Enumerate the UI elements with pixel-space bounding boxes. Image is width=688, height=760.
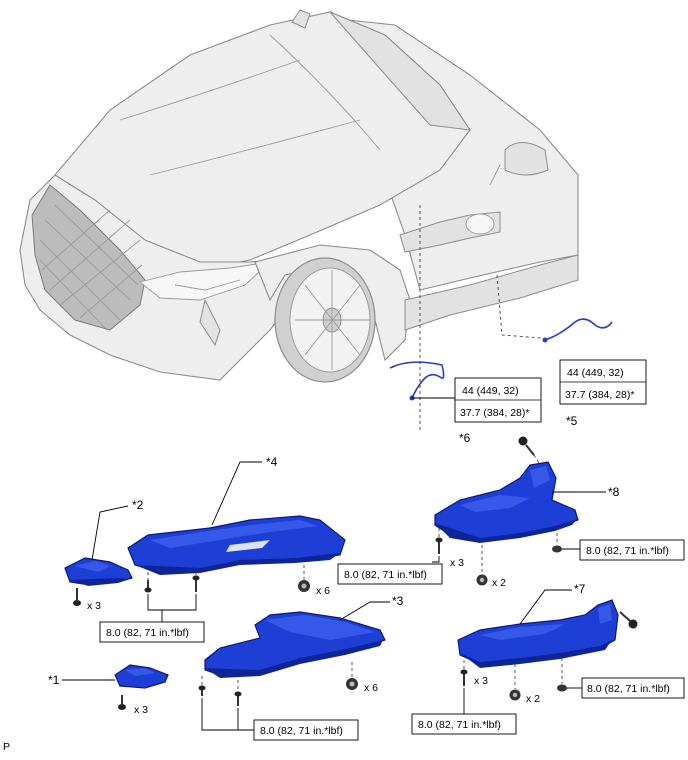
torque-cover-text: 8.0 (82, 71 in.*lbf)	[260, 725, 343, 737]
torque-box-part-4: 8.0 (82, 71 in.*lbf)	[99, 621, 205, 643]
qty-part-3-clips: x 6	[364, 682, 378, 694]
torque-box-part-7-right: 8.0 (82, 71 in.*lbf)	[581, 677, 685, 699]
qty-part-8-clips: x 2	[492, 577, 506, 589]
clip-part-8	[476, 574, 488, 586]
torque-box-sensor-rear: 44 (449, 32) 37.7 (384, 28)*	[559, 359, 647, 405]
qty-part-7-clips: x 2	[526, 693, 540, 705]
callout-4: *4	[266, 455, 278, 469]
bolt-top-part-7	[619, 611, 638, 629]
qty-part-7-bolts: x 3	[474, 675, 488, 687]
bolt-part-1	[118, 695, 126, 710]
torque-box-part-3: 8.0 (82, 71 in.*lbf)	[253, 719, 359, 741]
bolts-part-4	[144, 575, 200, 593]
torque-cover-text: 8.0 (82, 71 in.*lbf)	[587, 683, 670, 695]
torque-alt-text: 37.7 (384, 28)*	[565, 389, 634, 401]
exhaust-sensor-harness-front	[389, 361, 445, 399]
part-4-cover	[127, 515, 346, 575]
vehicle-illustration	[19, 9, 579, 383]
qty-part-1: x 3	[134, 704, 148, 716]
callout-6: *6	[459, 431, 471, 445]
bolts-part-3	[198, 685, 242, 706]
bolt-part-8	[435, 537, 443, 554]
torque-standard-text: 44 (449, 32)	[567, 367, 624, 379]
qty-part-2: x 3	[87, 600, 101, 612]
torque-box-part-8-right: 8.0 (82, 71 in.*lbf)	[579, 539, 685, 561]
torque-alt-text: 37.7 (384, 28)*	[460, 407, 529, 419]
bolt-top-part-8	[518, 436, 535, 456]
callout-1: *1	[48, 673, 60, 687]
torque-box-part-8-left: 8.0 (82, 71 in.*lbf)	[337, 563, 443, 585]
nut-part-8	[552, 545, 562, 553]
torque-box-sensor-front: 44 (449, 32) 37.7 (384, 28)*	[454, 377, 542, 423]
clip-part-3	[346, 678, 358, 690]
callout-5: *5	[566, 414, 578, 428]
clip-part-4	[298, 580, 310, 592]
exhaust-sensor-harness-rear	[544, 318, 613, 341]
part-3-cover	[204, 611, 386, 678]
qty-part-8-bolts: x 3	[450, 557, 464, 569]
part-2-cover	[64, 557, 133, 586]
torque-box-part-7-left: 8.0 (82, 71 in.*lbf)	[411, 713, 517, 735]
bolt-part-7	[460, 669, 468, 686]
callout-2: *2	[132, 498, 144, 512]
qty-part-4-clips: x 6	[316, 585, 330, 597]
callout-7: *7	[574, 582, 586, 596]
callout-8: *8	[608, 485, 620, 499]
corner-mark: P	[3, 741, 10, 753]
grille-mesh	[39, 204, 143, 329]
part-1-cover	[114, 664, 169, 689]
torque-cover-text: 8.0 (82, 71 in.*lbf)	[106, 627, 189, 639]
torque-cover-text: 8.0 (82, 71 in.*lbf)	[586, 545, 669, 557]
callout-3: *3	[392, 594, 404, 608]
nut-part-7	[557, 684, 567, 692]
bolt-part-2	[73, 588, 81, 606]
part-7-cover	[457, 599, 619, 668]
part-8-cover	[434, 461, 579, 543]
torque-cover-text: 8.0 (82, 71 in.*lbf)	[418, 719, 501, 731]
clip-part-7	[509, 689, 521, 701]
torque-standard-text: 44 (449, 32)	[462, 385, 519, 397]
torque-cover-text: 8.0 (82, 71 in.*lbf)	[344, 569, 427, 581]
